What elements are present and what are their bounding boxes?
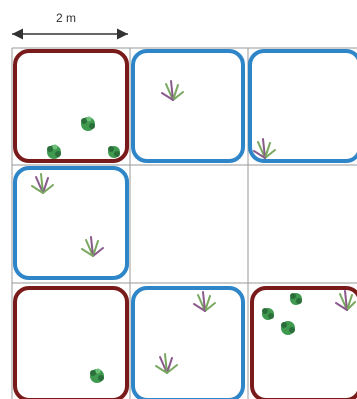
grass-plant-icon (162, 81, 183, 100)
quadrat-frame-r0c1 (133, 51, 243, 161)
moss-plant-icon (90, 369, 104, 384)
grass-plant-icon (194, 292, 215, 311)
moss-plant-icon (290, 293, 302, 305)
moss-plant-icon (281, 321, 295, 335)
quadrat-frame-r2c1 (133, 288, 243, 399)
moss-plant-icon (262, 308, 274, 320)
moss-plant-icon (108, 146, 120, 158)
quadrat-frame-r2c2 (252, 288, 357, 399)
grass-plant-icon (156, 354, 177, 373)
moss-plant-icon (81, 117, 95, 132)
grass-plant-icon (254, 139, 275, 158)
moss-plant-icon (47, 145, 61, 160)
grass-plants (32, 81, 355, 373)
grass-plant-icon (82, 237, 103, 256)
quadrat-frame-r1c0 (15, 168, 127, 278)
grass-plant-icon (336, 291, 355, 310)
quadrat-frame-r0c0 (15, 51, 127, 161)
grass-plant-icon (32, 174, 53, 193)
quadrat-frame-r0c2 (250, 51, 357, 161)
quadrat-frames (15, 51, 357, 399)
quadrat-frame-r2c0 (15, 288, 127, 399)
grid-lines (12, 48, 357, 399)
